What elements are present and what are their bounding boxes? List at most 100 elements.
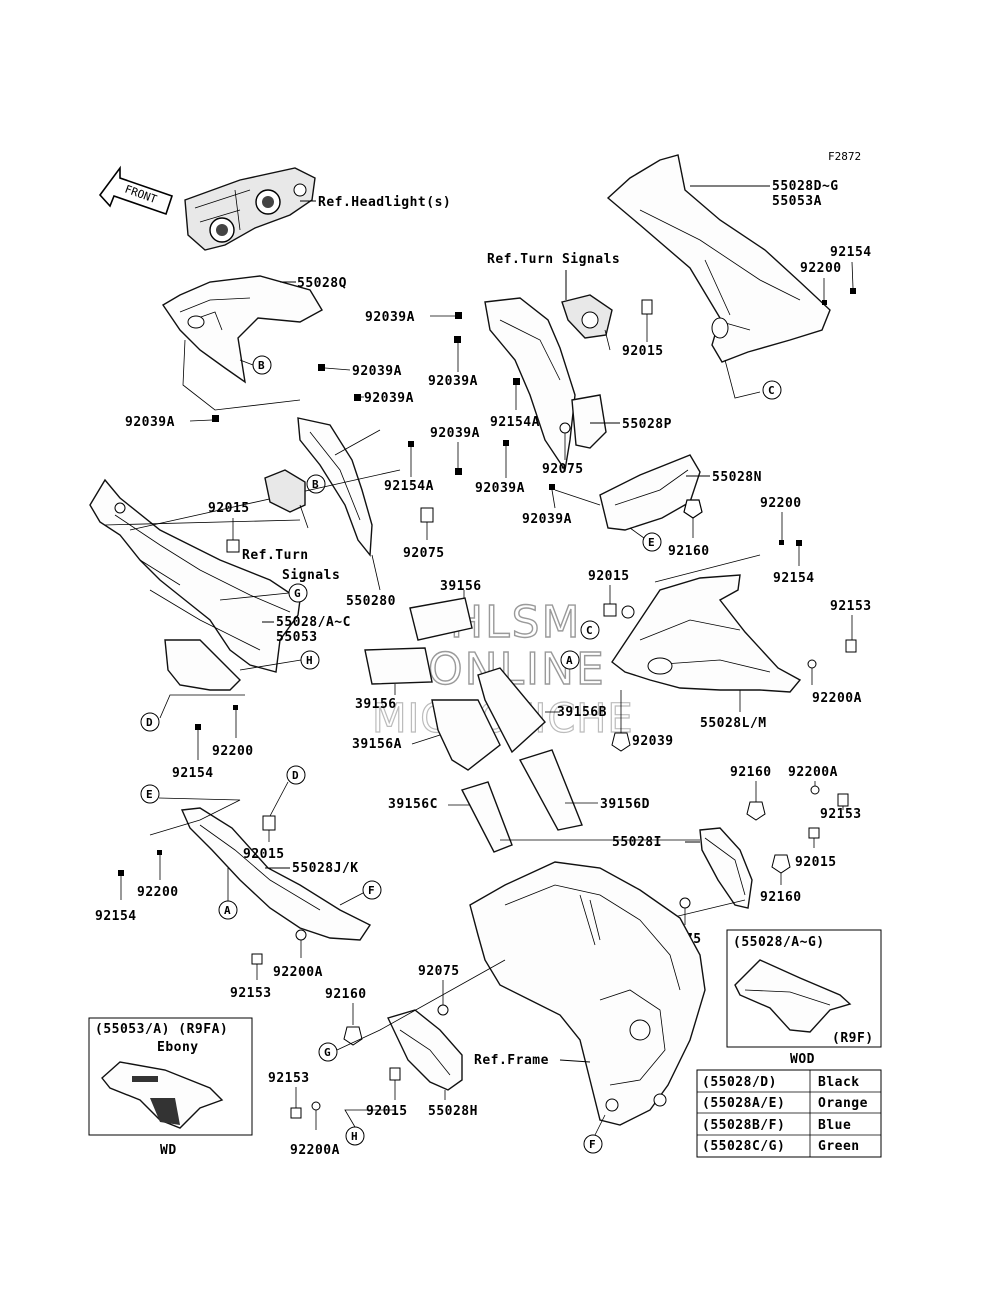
label-55053: 55053 xyxy=(276,630,318,645)
label-92160-2: 92160 xyxy=(730,765,772,780)
callout-F-1: F xyxy=(368,884,375,897)
callout-E-1: E xyxy=(648,536,655,549)
color-table-code-2: (55028B/F) xyxy=(702,1118,785,1133)
label-39156A: 39156A xyxy=(352,737,402,752)
ref-headlight-label: Ref.Headlight(s) xyxy=(318,195,451,210)
label-92039A-2: 92039A xyxy=(428,374,478,389)
callout-G-2: G xyxy=(324,1046,331,1059)
label-55028D-G: 55028D~G xyxy=(772,179,839,194)
label-92153-bottom-left: 92153 xyxy=(230,986,272,1001)
label-92015-right-2: 92015 xyxy=(795,855,837,870)
label-92075-4: 92075 xyxy=(418,964,460,979)
part-550280 xyxy=(297,417,373,557)
part-55028N xyxy=(599,454,701,531)
label-92200-bottom-left: 92200 xyxy=(137,885,179,900)
inset-wod-title: (55028/A~G) xyxy=(733,935,825,950)
callout-B-2: B xyxy=(312,478,319,491)
label-92154-right: 92154 xyxy=(773,571,815,586)
label-92160-3: 92160 xyxy=(760,890,802,905)
label-92015-right: 92015 xyxy=(588,569,630,584)
callout-D-1: D xyxy=(146,716,153,729)
stickers-39156-set xyxy=(364,597,583,853)
ref-turn-signals-top: Ref.Turn Signals xyxy=(487,252,620,267)
label-55028P: 55028P xyxy=(622,417,672,432)
label-92160-4: 92160 xyxy=(325,987,367,1002)
callout-H-1: H xyxy=(306,654,313,667)
turn-signal-right xyxy=(561,294,613,351)
diagram-id: F2872 xyxy=(828,150,861,163)
label-55028J-K: 55028J/K xyxy=(292,861,359,876)
label-92200-left: 92200 xyxy=(212,744,254,759)
callout-E-2: E xyxy=(146,788,153,801)
color-table-code-3: (55028C/G) xyxy=(702,1139,785,1154)
label-92039: 92039 xyxy=(632,734,674,749)
inset-wod-caption: WOD xyxy=(790,1052,815,1067)
label-92075-1: 92075 xyxy=(542,462,584,477)
inset-wd: (55053/A) (R9FA) Ebony WD xyxy=(88,1017,253,1158)
part-55028L-M-side-cowl xyxy=(611,574,802,693)
label-55028I: 55028I xyxy=(612,835,662,850)
inset-wd-title: (55053/A) (R9FA) xyxy=(95,1022,228,1037)
label-55028-A-C: 55028/A~C xyxy=(276,615,351,630)
part-55028D-G-upper-cowl xyxy=(606,154,831,363)
label-39156B: 39156B xyxy=(557,705,607,720)
label-92200A-right-2: 92200A xyxy=(788,765,838,780)
part-55028Q xyxy=(162,275,323,384)
part-55028J-K-lower-cowl xyxy=(180,807,372,941)
label-39156D: 39156D xyxy=(600,797,650,812)
turn-signal-left xyxy=(264,469,309,529)
label-39156-2: 39156 xyxy=(355,697,397,712)
label-55053A: 55053A xyxy=(772,194,822,209)
label-92039A-6: 92039A xyxy=(430,426,480,441)
inset-wd-sub: Ebony xyxy=(157,1040,199,1055)
part-55028P xyxy=(484,297,607,472)
label-92200-top-right: 92200 xyxy=(800,261,842,276)
label-55028L-M: 55028L/M xyxy=(700,716,767,731)
front-arrow-icon: FRONT xyxy=(98,165,174,216)
label-92039A-4: 92039A xyxy=(364,391,414,406)
label-92039A-1: 92039A xyxy=(365,310,415,325)
label-92015-left: 92015 xyxy=(208,501,250,516)
inset-wod-variant: (R9F) xyxy=(832,1031,874,1046)
color-table-color-2: Blue xyxy=(818,1118,851,1133)
callout-C-1: C xyxy=(768,384,775,397)
label-92075-2: 92075 xyxy=(403,546,445,561)
label-92154-left: 92154 xyxy=(172,766,214,781)
label-55028H: 55028H xyxy=(428,1104,478,1119)
part-55028H xyxy=(387,1009,463,1091)
callout-A-1: A xyxy=(566,654,573,667)
label-92154A-2: 92154A xyxy=(384,479,434,494)
label-39156-1: 39156 xyxy=(440,579,482,594)
label-550280: 550280 xyxy=(346,594,396,609)
label-92039A-7: 92039A xyxy=(475,481,525,496)
color-table-color-0: Black xyxy=(818,1075,860,1090)
label-92153-right-2: 92153 xyxy=(820,807,862,822)
callout-B-1: B xyxy=(258,359,265,372)
color-table-color-1: Orange xyxy=(818,1096,868,1111)
label-92039A-3: 92039A xyxy=(352,364,402,379)
label-92015-bottom: 92015 xyxy=(366,1104,408,1119)
callout-C-2: C xyxy=(586,624,593,637)
label-92200A-right: 92200A xyxy=(812,691,862,706)
ref-turn-signals-left-2: Signals xyxy=(282,568,340,583)
ref-turn-signals-left-1: Ref.Turn xyxy=(242,548,309,563)
label-92153-right: 92153 xyxy=(830,599,872,614)
label-92200A-bottom-left: 92200A xyxy=(273,965,323,980)
label-92153-bottom: 92153 xyxy=(268,1071,310,1086)
part-55028I xyxy=(699,827,753,909)
frame-assembly xyxy=(469,861,706,1126)
label-92039A-5: 92039A xyxy=(125,415,175,430)
callout-A-2: A xyxy=(224,904,231,917)
callout-G-1: G xyxy=(294,587,301,600)
label-92200-right: 92200 xyxy=(760,496,802,511)
label-55028N: 55028N xyxy=(712,470,762,485)
label-92154-top-right: 92154 xyxy=(830,245,872,260)
color-table-color-3: Green xyxy=(818,1139,860,1154)
color-table-code-0: (55028/D) xyxy=(702,1075,777,1090)
label-92200A-bottom: 92200A xyxy=(290,1143,340,1158)
part-55028-A-C-side-cowl xyxy=(89,478,301,691)
color-table-code-1: (55028A/E) xyxy=(702,1096,785,1111)
color-table: (55028/D) Black (55028A/E) Orange (55028… xyxy=(696,1069,882,1158)
